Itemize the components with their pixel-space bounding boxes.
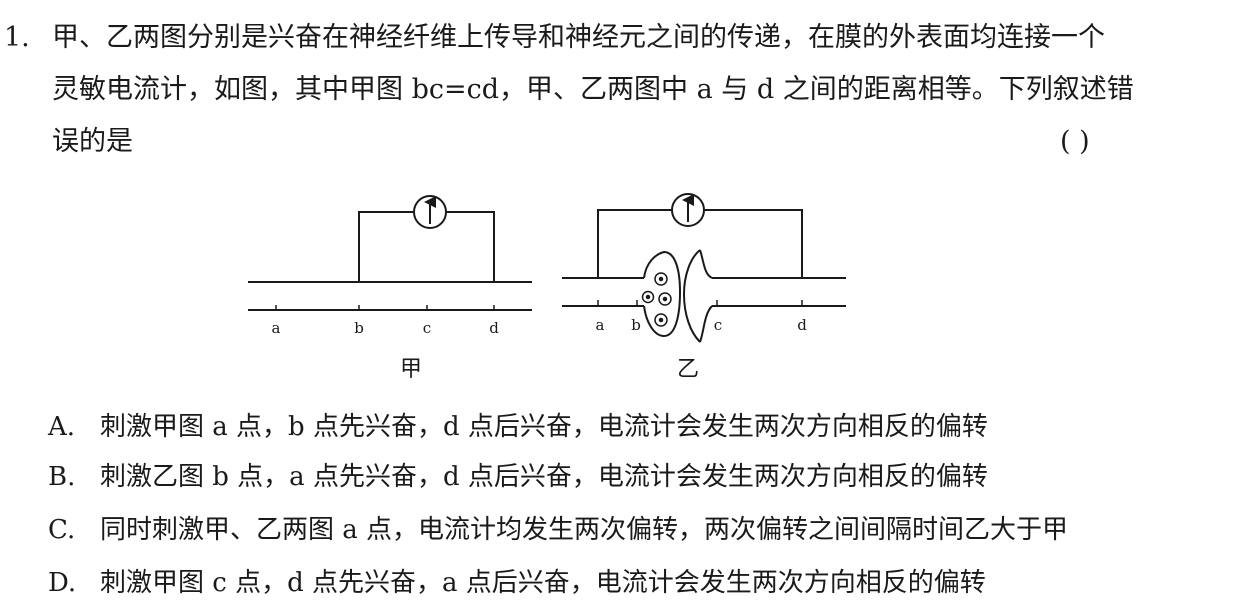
jia-wire-right	[446, 211, 495, 282]
jia-caption: 甲	[400, 357, 422, 382]
question-stem-line-1: 甲、乙两图分别是兴奋在神经纤维上传导和神经元之间的传递，在膜的外表面均连接一个	[52, 22, 1105, 53]
yi-label-d: d	[797, 316, 807, 334]
question-stem-line-3: 误的是	[52, 126, 133, 157]
option-c[interactable]: C. 同时刺激甲、乙两图 a 点，电流计均发生两次偏转，两次偏转之间间隔时间乙大于…	[48, 513, 1068, 547]
yi-caption: 乙	[677, 357, 699, 382]
galvanometer-icon	[413, 195, 447, 229]
option-c-text: 同时刺激甲、乙两图 a 点，电流计均发生两次偏转，两次偏转之间间隔时间乙大于甲	[100, 515, 1069, 545]
yi-label-c: c	[714, 316, 722, 334]
option-d-text: 刺激甲图 c 点，d 点先兴奋，a 点后兴奋，电流计会发生两次方向相反的偏转	[100, 568, 986, 598]
yi-wire-right	[704, 209, 803, 278]
yi-label-a: a	[596, 316, 605, 334]
option-a-text: 刺激甲图 a 点，b 点先兴奋，d 点后兴奋，电流计会发生两次方向相反的偏转	[100, 412, 988, 442]
option-b[interactable]: B. 刺激乙图 b 点，a 点先兴奋，d 点后兴奋，电流计会发生两次方向相反的偏转	[48, 460, 988, 494]
question-number: 1.	[4, 22, 30, 53]
jia-label-d: d	[489, 319, 499, 337]
yi-postsynaptic-neck-bottom	[699, 305, 713, 343]
question-stem-line-2: 灵敏电流计，如图，其中甲图 bc=cd，甲、乙两图中 a 与 d 之间的距离相等…	[52, 74, 1134, 105]
yi-postsynaptic-membrane	[682, 249, 701, 343]
figure-jia	[248, 195, 532, 311]
nerve-diagram: a b c d 甲	[248, 193, 846, 382]
jia-label-b: b	[354, 319, 364, 337]
jia-wire	[358, 211, 414, 282]
option-d-letter: D.	[48, 568, 77, 598]
jia-label-c: c	[423, 319, 431, 337]
option-b-text: 刺激乙图 b 点，a 点先兴奋，d 点后兴奋，电流计会发生两次方向相反的偏转	[100, 462, 988, 492]
figure-yi	[562, 193, 846, 343]
galvanometer-icon	[671, 193, 705, 227]
jia-label-a: a	[272, 319, 281, 337]
yi-vesicles	[641, 272, 672, 327]
yi-postsynaptic-neck	[699, 249, 713, 279]
option-a[interactable]: A. 刺激甲图 a 点，b 点先兴奋，d 点后兴奋，电流计会发生两次方向相反的偏转	[48, 410, 988, 444]
yi-presynaptic-knob	[643, 250, 682, 338]
yi-label-b: b	[631, 316, 641, 334]
yi-wire-left	[597, 209, 672, 278]
answer-bracket: ( )	[1060, 126, 1090, 157]
option-c-letter: C.	[48, 515, 76, 545]
option-a-letter: A.	[48, 412, 76, 442]
option-d[interactable]: D. 刺激甲图 c 点，d 点先兴奋，a 点后兴奋，电流计会发生两次方向相反的偏转	[48, 566, 986, 600]
option-b-letter: B.	[48, 462, 76, 492]
